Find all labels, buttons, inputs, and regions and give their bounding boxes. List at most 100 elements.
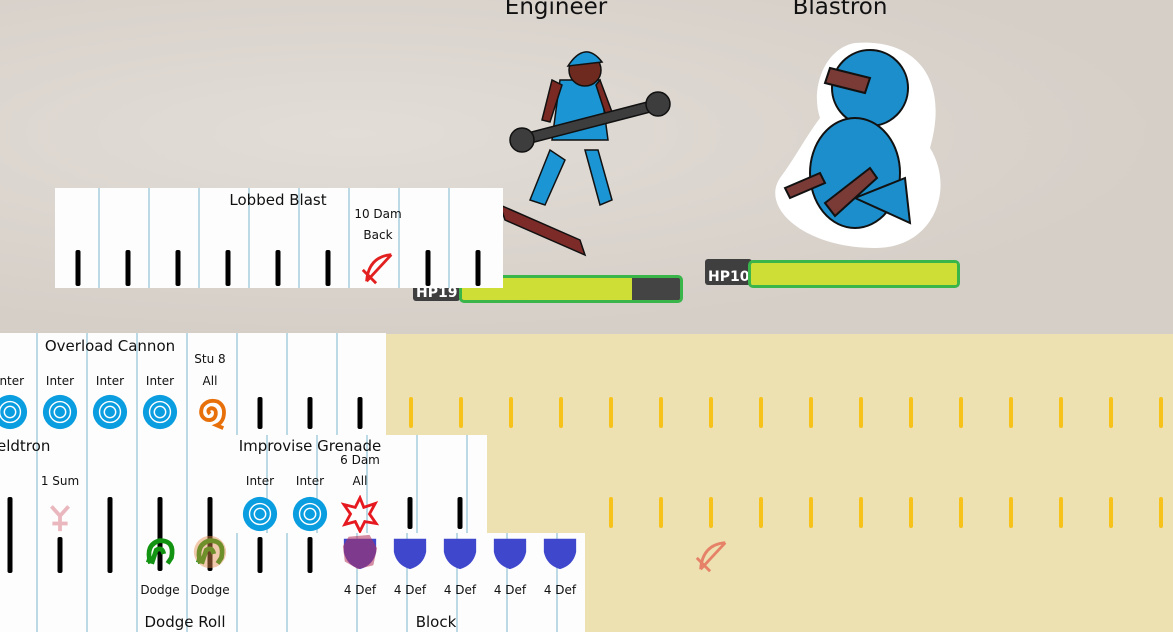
timeline-slot-tick: [959, 397, 963, 428]
card-slot-tick: [475, 250, 481, 286]
slot-type-label: Inter: [0, 374, 25, 388]
slot-type-label: 4 Def: [443, 583, 477, 597]
card-slot-tick: [57, 537, 63, 573]
card-slot-tick: [425, 250, 431, 286]
card-title: Improvise Grenade: [238, 437, 382, 455]
card-slot-tick: [407, 497, 413, 529]
explosion-icon[interactable]: [340, 494, 380, 535]
blastron-hp-bar: [748, 260, 960, 288]
shield-icon[interactable]: [341, 533, 379, 571]
card-slot-tick: [207, 497, 213, 571]
timeline-slot-tick: [759, 397, 763, 428]
timeline-slot-tick: [1159, 397, 1163, 428]
blastron-hp-label: HP10: [705, 259, 753, 285]
card-slot-tick: [107, 537, 113, 573]
timeline-slot-tick: [609, 497, 613, 528]
card-slot-tick: [75, 250, 81, 286]
card-slot-tick: [307, 537, 313, 573]
shield-icon[interactable]: [541, 533, 579, 571]
target-icon[interactable]: [91, 393, 129, 431]
card-overload-cannon[interactable]: [0, 333, 386, 436]
slot-type-label: 4 Def: [393, 583, 427, 597]
slot-type-label: Inter: [95, 374, 125, 388]
timeline-slot-tick: [1109, 397, 1113, 428]
shield-icon[interactable]: [491, 533, 529, 571]
timeline-slot-tick: [509, 397, 513, 428]
timeline-slot-tick: [859, 397, 863, 428]
slot-value-label: 10 Dam: [354, 207, 402, 221]
target-icon[interactable]: [0, 393, 29, 431]
card-slot-tick: [457, 497, 463, 529]
card-slot-tick: [175, 250, 181, 286]
slot-type-label: Inter: [145, 374, 175, 388]
slot-type-label: 1 Sum: [40, 474, 80, 488]
timeline-slot-tick: [709, 397, 713, 428]
engineer-hp-label: HP19: [413, 285, 461, 301]
card-slot-tick: [357, 397, 363, 429]
target-icon[interactable]: [241, 495, 279, 533]
timeline-slot-tick: [1059, 497, 1063, 528]
bow-icon[interactable]: [359, 249, 397, 287]
slot-type-label: 4 Def: [343, 583, 377, 597]
slot-type-label: Inter: [245, 474, 275, 488]
dodge-icon[interactable]: [191, 533, 229, 571]
timeline-slot-tick: [1159, 497, 1163, 528]
blastron-portrait[interactable]: [765, 38, 945, 253]
timeline-slot-tick: [909, 397, 913, 428]
timeline-slot-tick: [909, 497, 913, 528]
card-dodge-roll[interactable]: [0, 533, 335, 632]
card-slot-tick: [257, 537, 263, 573]
summon-icon[interactable]: [41, 495, 79, 533]
shield-icon[interactable]: [391, 533, 429, 571]
card-slot-tick: [307, 397, 313, 429]
card-title: Overload Cannon: [44, 337, 176, 355]
card-title: Block: [415, 613, 457, 631]
slot-type-label: Dodge: [140, 583, 180, 597]
slot-value-label: Stu 8: [194, 352, 226, 366]
stun-spiral-icon[interactable]: [191, 393, 229, 431]
engineer-hp-bar: [459, 275, 683, 303]
unit-name-blastron: Blastron: [792, 0, 888, 20]
timeline-slot-tick: [459, 397, 463, 428]
card-slot-tick: [107, 497, 113, 571]
card-slot-tick: [275, 250, 281, 286]
timeline-slot-tick: [1009, 497, 1013, 528]
slot-type-label: 4 Def: [493, 583, 527, 597]
timeline-slot-tick: [809, 497, 813, 528]
timeline-slot-tick: [809, 397, 813, 428]
timeline-slot-tick: [659, 397, 663, 428]
timeline-slot-tick: [759, 497, 763, 528]
target-icon[interactable]: [291, 495, 329, 533]
timeline-slot-tick: [659, 497, 663, 528]
slot-type-label: Inter: [45, 374, 75, 388]
card-title: Dodge Roll: [144, 613, 226, 631]
timeline-slot-tick: [609, 397, 613, 428]
slot-value-label: 6 Dam: [340, 453, 380, 467]
card-title: Lobbed Blast: [229, 191, 327, 209]
blastron-hp-fill: [751, 263, 957, 285]
dodge-icon[interactable]: [141, 533, 179, 571]
card-slot-tick: [225, 250, 231, 286]
slot-type-label: Dodge: [190, 583, 230, 597]
shield-icon[interactable]: [441, 533, 479, 571]
card-slot-tick: [125, 250, 131, 286]
card-feldtron[interactable]: [0, 435, 240, 545]
card-slot-tick: [7, 537, 13, 573]
engineer-hp-fill: [462, 278, 633, 300]
timeline-slot-tick: [1109, 497, 1113, 528]
card-slot-tick: [7, 497, 13, 571]
slot-type-label: 4 Def: [543, 583, 577, 597]
slot-type-label: All: [202, 374, 218, 388]
enemy-bow-intent-icon[interactable]: [693, 537, 731, 575]
unit-name-engineer: Engineer: [504, 0, 608, 20]
slot-type-label: Inter: [295, 474, 325, 488]
timeline-slot-tick: [559, 397, 563, 428]
slot-type-label: Back: [363, 228, 393, 242]
timeline-slot-tick: [859, 497, 863, 528]
target-icon[interactable]: [141, 393, 179, 431]
card-slot-tick: [157, 497, 163, 571]
engineer-portrait[interactable]: [490, 40, 680, 265]
timeline-slot-tick: [1059, 397, 1063, 428]
card-title: eldtron: [0, 437, 51, 455]
target-icon[interactable]: [41, 393, 79, 431]
